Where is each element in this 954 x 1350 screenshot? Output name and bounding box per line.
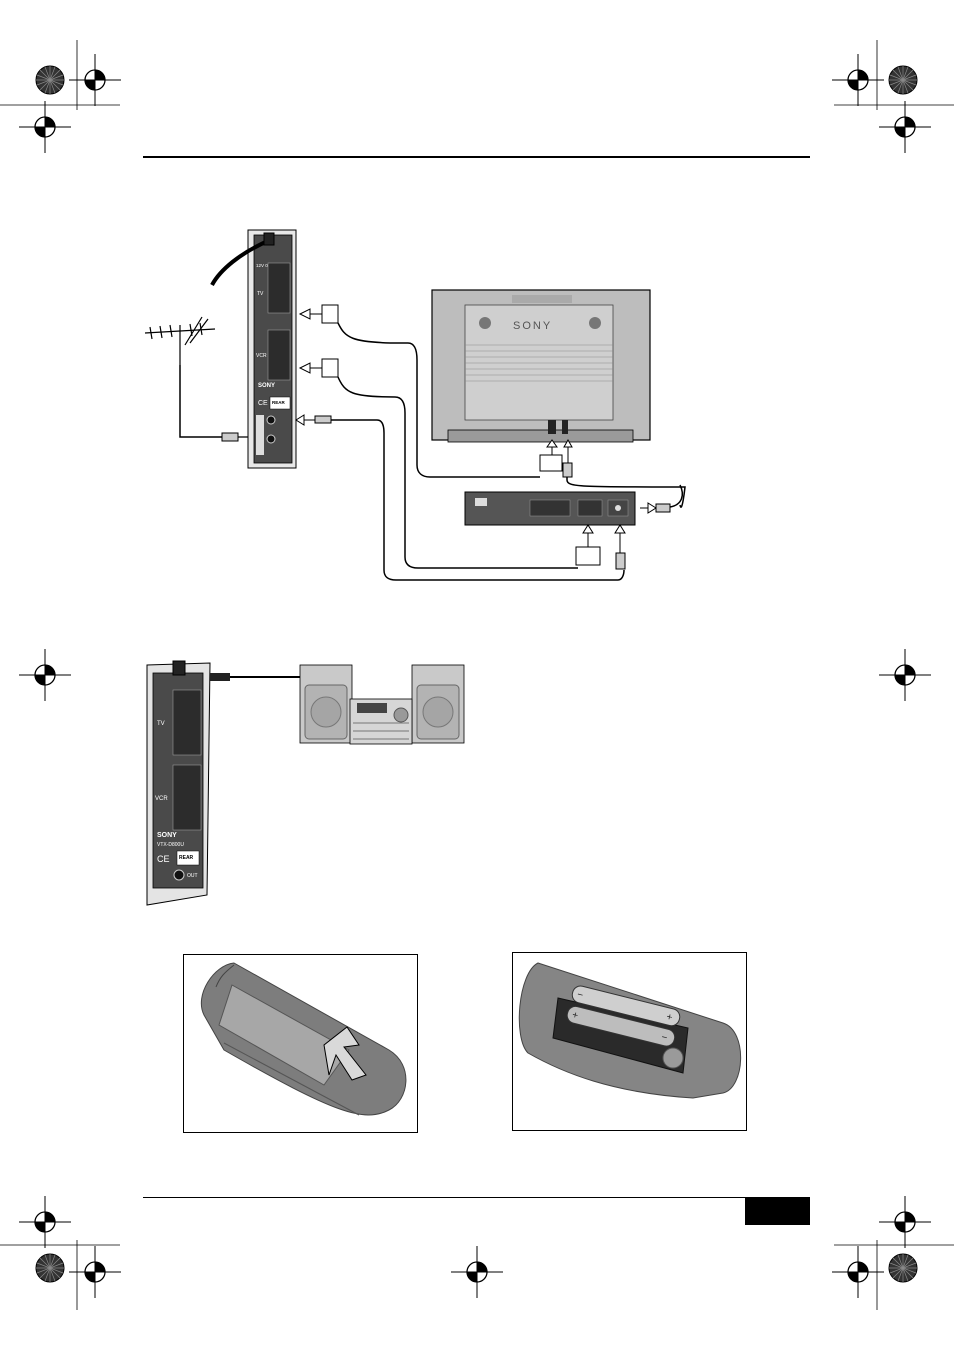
registration-mark-icon — [832, 1246, 884, 1298]
tv-brand-label: SONY — [513, 320, 552, 332]
rear-tag-label: REAR — [272, 400, 286, 405]
registration-mark-icon — [19, 1196, 71, 1248]
registration-mark-icon — [879, 101, 931, 153]
vcr-rear-illustration — [465, 492, 635, 525]
scart-tv-label: TV — [257, 291, 264, 297]
scart-vcr-label: VCR — [256, 353, 267, 359]
star-target-icon — [36, 66, 64, 94]
registration-mark-icon — [832, 54, 884, 106]
page-number-box — [745, 1198, 810, 1225]
ce-mark: CE — [157, 854, 170, 864]
connection-diagram-hifi: TV VCR SONY VTX-D800U CE REAR OUT — [145, 655, 475, 910]
header-rule — [143, 156, 810, 158]
antenna-icon — [145, 317, 215, 365]
tv-rear-illustration: SONY — [432, 290, 650, 442]
stb-brand-label: SONY — [258, 383, 275, 389]
scart-tv-label: TV — [157, 721, 165, 727]
set-top-box-rear: 12V 0.5A TV VCR SONY CE REAR — [212, 230, 296, 468]
registration-mark-icon — [451, 1246, 503, 1298]
output-label: OUT — [187, 873, 198, 879]
stb-brand-label: SONY — [157, 832, 177, 839]
registration-mark-icon — [879, 1196, 931, 1248]
footer-rule — [143, 1197, 810, 1198]
ce-mark: CE — [258, 400, 268, 407]
connection-diagram-tv-vcr: 12V 0.5A TV VCR SONY CE REAR — [130, 225, 690, 595]
star-target-icon — [889, 1254, 917, 1282]
scart-vcr-label: VCR — [155, 796, 168, 802]
photo-remote-battery-cover — [183, 954, 418, 1133]
rear-tag-label: REAR — [179, 855, 194, 861]
star-target-icon — [889, 66, 917, 94]
star-target-icon — [36, 1254, 64, 1282]
stb-model-label: VTX-D800U — [157, 842, 184, 848]
registration-mark-icon — [19, 649, 71, 701]
hifi-system-illustration — [300, 665, 464, 744]
photo-remote-batteries: − + + − — [512, 952, 747, 1131]
set-top-box-rear: TV VCR SONY VTX-D800U CE REAR OUT — [147, 661, 210, 905]
registration-mark-icon — [879, 649, 931, 701]
registration-mark-icon — [19, 101, 71, 153]
